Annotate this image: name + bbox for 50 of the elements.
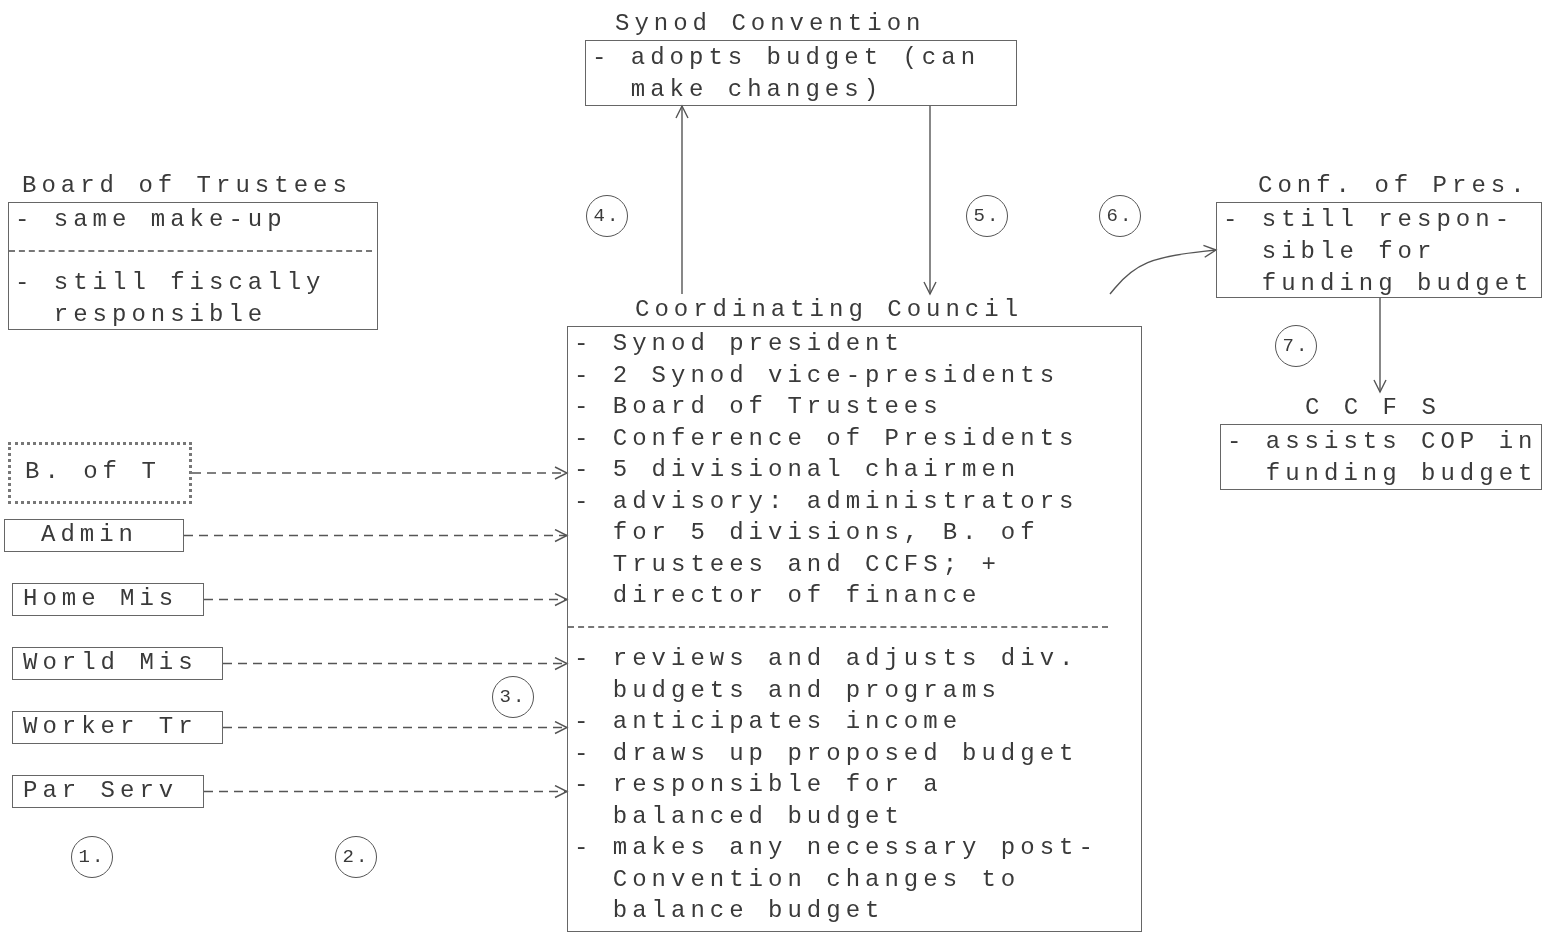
box-label: Home Mis <box>23 585 179 612</box>
arrow <box>923 105 937 295</box>
box-label: Par Serv <box>23 777 179 804</box>
list-item: - responsible for a balanced budget <box>574 770 944 832</box>
box-label: World Mis <box>23 649 198 676</box>
process-box <box>12 775 204 808</box>
list-item: - 2 Synod vice-presidents <box>574 360 1061 391</box>
dashed-arrow <box>222 720 568 735</box>
process-box <box>4 519 184 552</box>
step-number: 2. <box>342 846 370 868</box>
list-item: - Board of Trustees <box>574 392 944 422</box>
list-item: - makes any necessary post-Convention changes to balance budget <box>574 833 1099 926</box>
list-item: - Conference of Presidents <box>574 423 1080 454</box>
dotted-box <box>8 442 192 504</box>
step-number: 7. <box>1282 335 1310 357</box>
box-label: B. of T <box>25 458 161 485</box>
step-number: 6. <box>1106 205 1134 227</box>
list-item: - anticipates income <box>574 707 964 737</box>
box-heading: Coordinating Council <box>634 295 1025 325</box>
arrow <box>675 105 689 295</box>
list-item: - advisory: administrators for 5 divisions, B. of Trustees and CCFS; + director of finance <box>574 486 1080 611</box>
box-heading: Board of Trustees <box>21 171 353 201</box>
process-box <box>12 647 223 680</box>
process-box <box>12 711 223 744</box>
dashed-arrow <box>183 528 568 543</box>
arrow <box>1109 244 1217 295</box>
step-number: 1. <box>78 846 106 868</box>
step-number: 4. <box>593 205 621 227</box>
box-heading: C C F S <box>1304 393 1442 423</box>
dashed-arrow <box>203 592 568 607</box>
list-item: - draws up proposed budget <box>574 738 1080 769</box>
process-box <box>12 583 204 616</box>
step-number: 3. <box>499 686 527 708</box>
list-item: - assists COP in funding budget <box>1227 427 1539 489</box>
list-item: - reviews and adjusts div. budgets and programs <box>574 644 1080 706</box>
list-item: - Synod president <box>574 329 905 359</box>
box-label: Admin <box>41 521 138 548</box>
dashed-arrow <box>222 656 568 671</box>
list-item: - same make-up <box>15 205 288 235</box>
dashed-arrow <box>191 466 568 480</box>
list-item: - still fiscally responsible <box>15 268 327 330</box>
list-item: - still respon- sible for funding budget <box>1223 205 1535 299</box>
step-number: 5. <box>973 205 1001 227</box>
dashed-arrow <box>203 784 568 799</box>
list-item: - 5 divisional chairmen <box>574 455 1022 485</box>
box-label: Worker Tr <box>23 713 198 740</box>
box-heading: Synod Convention <box>614 9 927 39</box>
arrow <box>1373 297 1387 393</box>
list-item: - adopts budget (can make changes) <box>592 43 982 105</box>
box-heading: Conf. of Pres. <box>1257 171 1531 201</box>
